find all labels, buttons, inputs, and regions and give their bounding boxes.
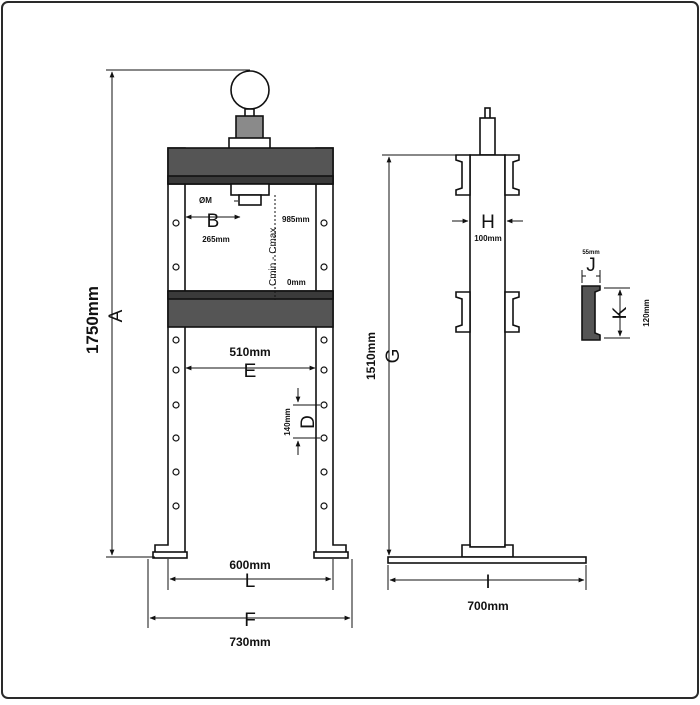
ram-offset-letter: B [207,211,220,232]
bolster-beam-flange [167,290,334,300]
left-foot [152,551,188,559]
outer-width-value: 730mm [229,635,270,649]
stroke-max-value: 985mm [282,215,310,224]
leg-height-value: 1510mm [364,332,378,380]
ram-diameter-letter: ØM [199,196,212,205]
right-upright [315,147,347,558]
channel-profile [581,285,601,341]
side-base-brackets [461,544,514,558]
right-foot [313,551,349,559]
hole-pitch-value: 140mm [283,408,292,436]
hole-pitch-letter: D [298,415,319,429]
labels: 1750mm A ØM B 265mm 985mm 0mm Cmin - Cma… [83,196,651,649]
base-length-value: 700mm [467,599,508,613]
upright-holes [172,219,328,510]
outer-width-letter: F [244,610,256,631]
side-dimension-lines [382,154,587,590]
feet-width-value: 600mm [229,558,270,572]
top-beam-flange [167,175,334,185]
total-height-value: 1750mm [83,286,102,354]
total-height-letter: A [106,309,127,322]
post-width-value: 100mm [474,234,502,243]
channel-height-letter: K [610,306,631,319]
inner-width-letter: E [244,361,257,382]
channel-detail [581,285,601,341]
side-base-plate [387,556,587,564]
base-length-letter: I [485,572,490,593]
ram-piston [238,194,262,206]
inner-width-value: 510mm [229,345,270,359]
stroke-min-value: 0mm [287,278,306,287]
stroke-label: Cmin - Cmax [268,228,279,286]
mid-channel-left [455,291,471,333]
side-view [387,107,587,564]
top-channel-left [455,154,471,196]
channel-width-value: 55mm [582,250,599,256]
cylinder-side [479,117,496,156]
ram-offset-value: 265mm [202,235,230,244]
top-channel-right [504,154,520,196]
mid-channel-right [504,291,520,333]
leg-height-letter: G [383,349,404,364]
front-dimension-lines [106,69,353,628]
pressure-gauge-icon [230,70,270,110]
ram-head [230,183,270,196]
front-view [152,70,349,559]
post-width-letter: H [481,212,495,233]
feet-width-letter: L [245,571,256,592]
channel-height-value: 120mm [642,299,651,327]
channel-dimension-lines [581,270,630,339]
channel-width-letter: J [586,255,596,276]
side-post [469,154,506,548]
left-upright [154,147,186,558]
